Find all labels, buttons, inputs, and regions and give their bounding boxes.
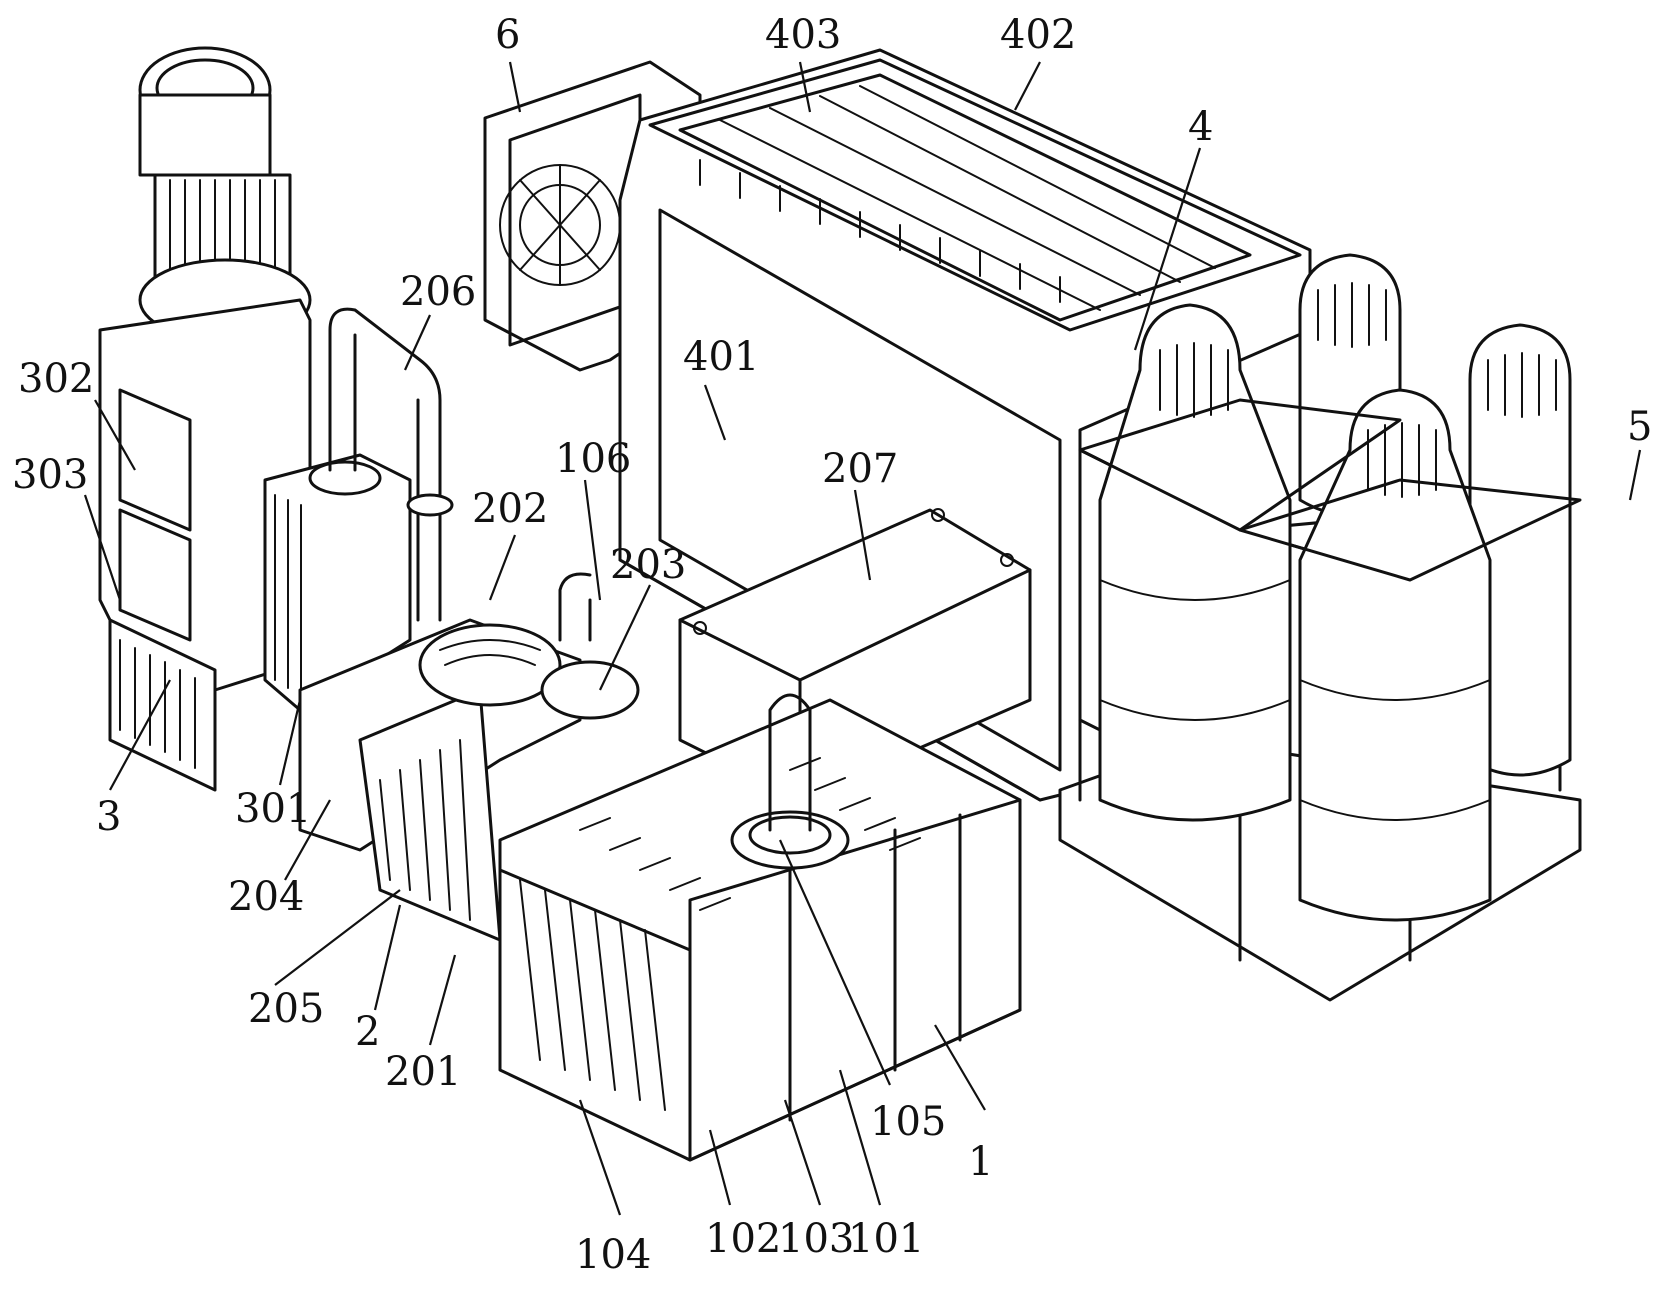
ref-label-204: 204 (228, 874, 304, 920)
ref-label-106: 106 (555, 436, 631, 482)
ref-label-102: 102 (705, 1216, 781, 1262)
ref-label-2: 2 (355, 1009, 380, 1055)
reference-numerals: 6 403 402 4 206 302 401 303 106 207 202 … (12, 12, 1652, 1278)
main-unit (498, 693, 1022, 1162)
ref-label-403: 403 (765, 12, 841, 58)
ref-label-1: 1 (968, 1139, 993, 1185)
ref-label-104: 104 (575, 1232, 651, 1278)
ref-label-203: 203 (610, 542, 686, 588)
ref-label-103: 103 (778, 1216, 854, 1262)
ref-label-6: 6 (495, 12, 520, 58)
ref-label-402: 402 (1000, 12, 1076, 58)
tank-rack (1058, 253, 1582, 1002)
ref-label-4: 4 (1188, 104, 1213, 150)
ref-label-401: 401 (683, 334, 759, 380)
tank-front-right (1298, 388, 1492, 922)
ref-label-205: 205 (248, 986, 324, 1032)
ref-label-206: 206 (400, 269, 476, 315)
ref-label-105: 105 (870, 1099, 946, 1145)
tank-rear-right (1468, 323, 1572, 777)
ref-label-301: 301 (235, 786, 311, 832)
ref-label-3: 3 (96, 794, 121, 840)
ref-label-101: 101 (848, 1216, 924, 1262)
ref-label-5: 5 (1627, 404, 1652, 450)
ref-label-207: 207 (822, 446, 898, 492)
leader-lines (83, 61, 1642, 1216)
motor-column (98, 46, 312, 792)
ref-label-303: 303 (12, 452, 88, 498)
ref-label-302: 302 (18, 356, 94, 402)
tank-front-left (1098, 303, 1292, 822)
ref-label-202: 202 (472, 486, 548, 532)
ref-label-201: 201 (385, 1049, 461, 1095)
filter-box-and-pipe (263, 307, 454, 712)
pump-body (298, 572, 640, 942)
